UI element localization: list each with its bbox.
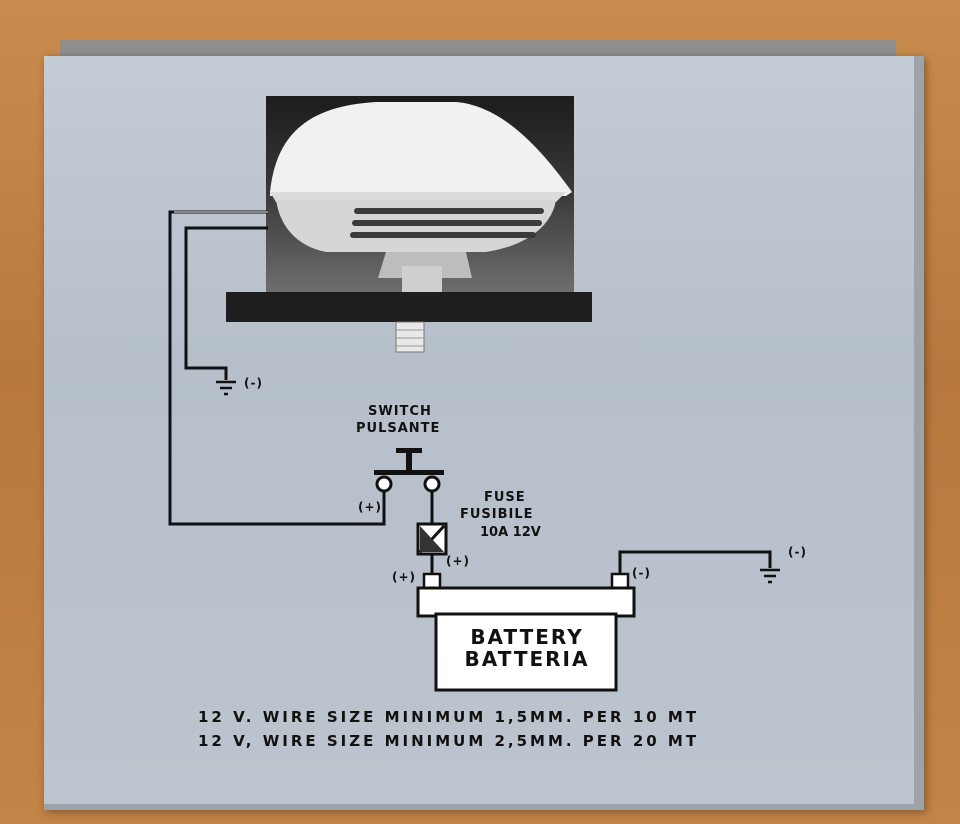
horn-photo bbox=[266, 96, 574, 294]
ground-symbol-battery bbox=[760, 568, 780, 584]
push-switch-symbol bbox=[374, 448, 444, 493]
fuse-symbol bbox=[416, 522, 448, 556]
fuse-label-italian: FUSIBILE bbox=[460, 507, 534, 522]
polarity-neg-battery: (-) bbox=[632, 566, 651, 580]
polarity-neg-ground: (-) bbox=[788, 545, 807, 559]
battery-symbol bbox=[416, 572, 636, 692]
ground-wire-battery bbox=[618, 550, 772, 574]
polarity-pos-battery: (+) bbox=[392, 570, 417, 584]
mounting-plate bbox=[226, 292, 592, 322]
horn-illustration bbox=[270, 102, 572, 294]
battery-label-italian: BATTERIA bbox=[464, 647, 590, 671]
fuse-rating: 10A 12V bbox=[480, 525, 541, 540]
wire-spec-10mt: 12 V. WIRE SIZE MINIMUM 1,5MM. PER 10 MT bbox=[198, 708, 700, 726]
polarity-pos-switch: (+) bbox=[358, 500, 383, 514]
switch-label: SWITCH bbox=[368, 404, 432, 419]
polarity-pos-fuse: (+) bbox=[446, 554, 471, 568]
wire-spec-20mt: 12 V, WIRE SIZE MINIMUM 2,5MM. PER 20 MT bbox=[198, 732, 700, 750]
fuse-label: FUSE bbox=[484, 490, 526, 505]
battery-label-english: BATTERY bbox=[470, 625, 584, 649]
switch-label-italian: PULSANTE bbox=[356, 421, 441, 436]
battery-label: BATTERY BATTERIA bbox=[438, 626, 616, 670]
ground-wire-horn bbox=[184, 226, 268, 380]
mounting-bolt bbox=[395, 321, 425, 353]
ground-symbol-horn bbox=[216, 380, 236, 396]
polarity-neg-horn-ground: (-) bbox=[244, 376, 263, 390]
